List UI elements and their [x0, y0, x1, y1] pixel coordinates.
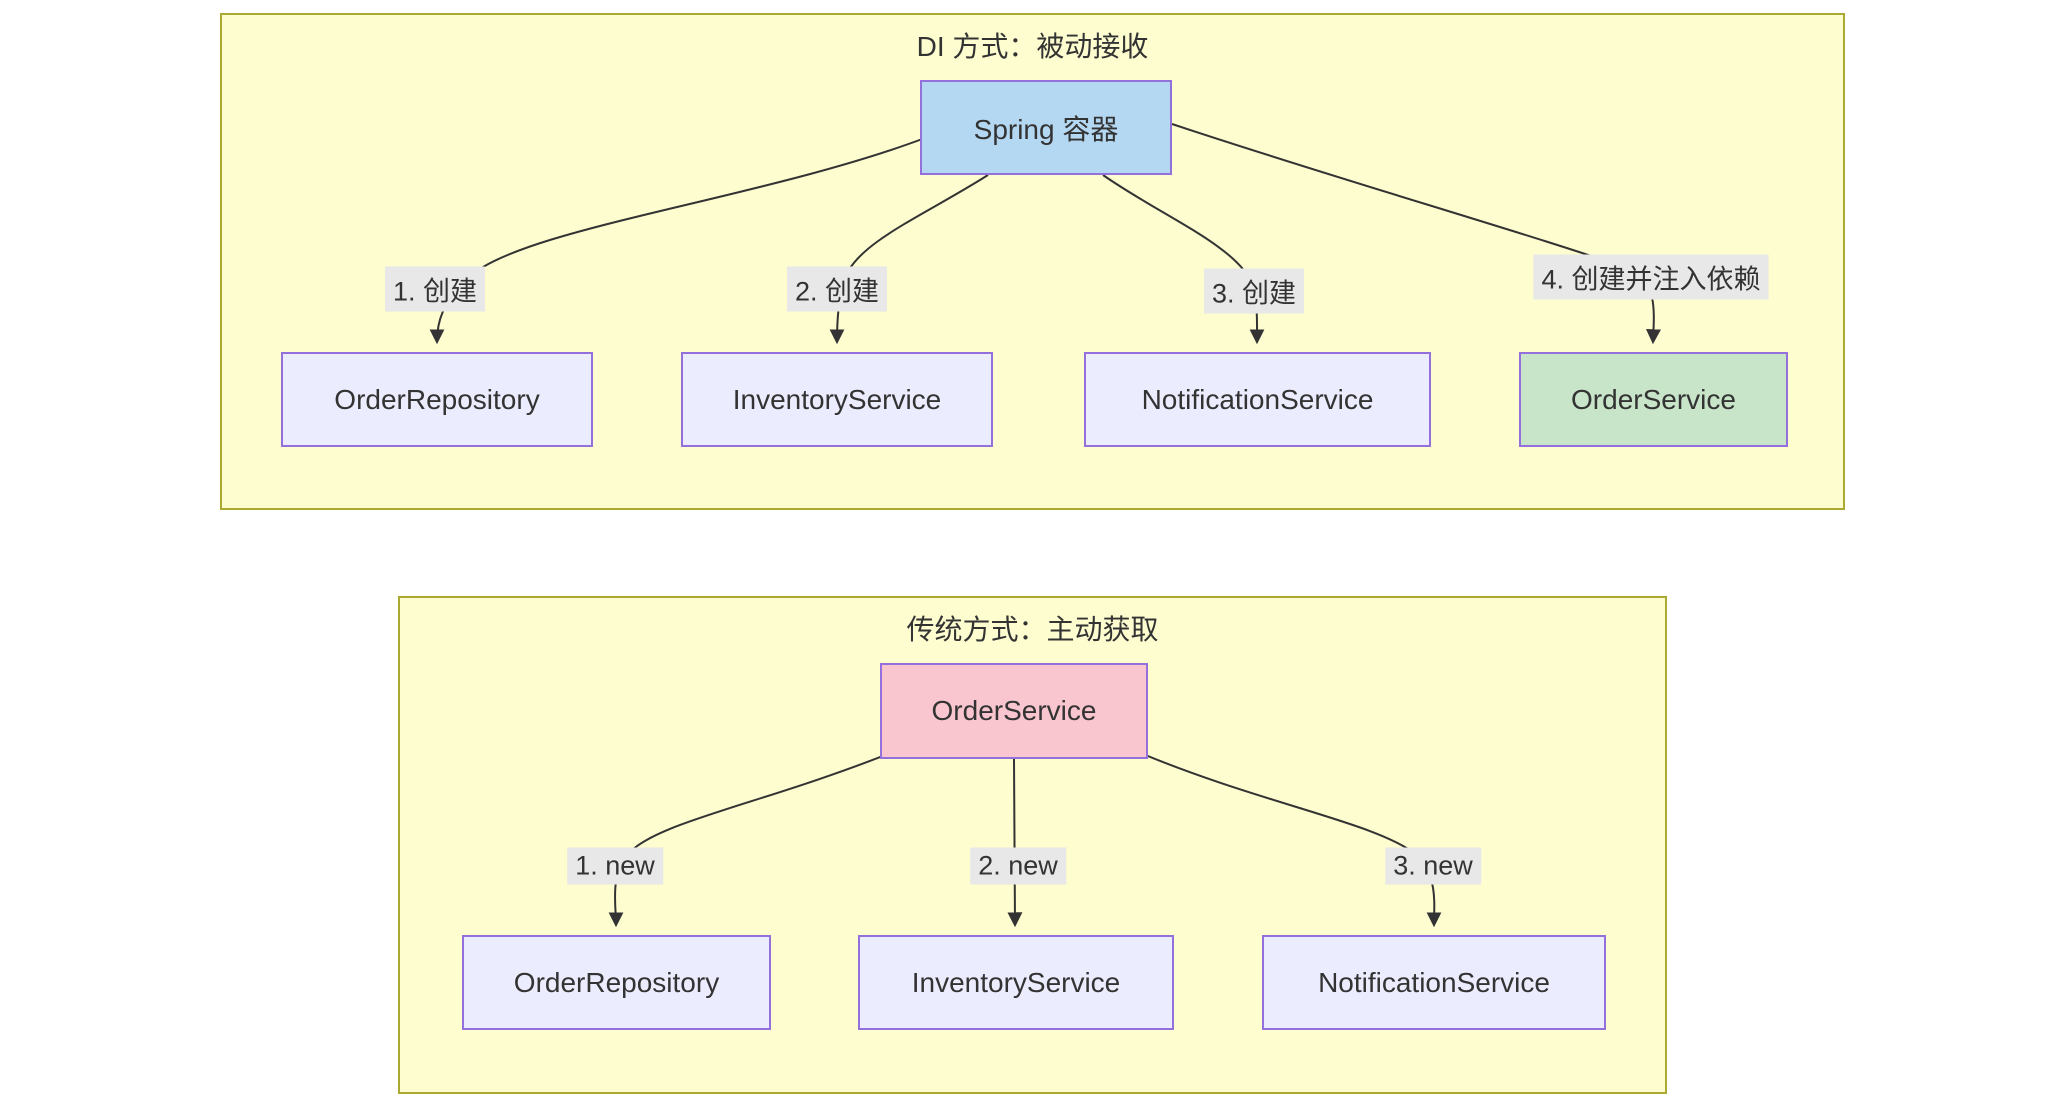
node-di-inventory-service-label: InventoryService — [732, 383, 942, 415]
edge-trad-new-1 — [608, 751, 894, 928]
node-di-inventory-service: InventoryService — [681, 352, 993, 447]
node-trad-order-repository-label: OrderRepository — [513, 966, 720, 998]
edge-trad-new-2 — [1007, 758, 1023, 928]
node-spring-container-label: Spring 容器 — [973, 113, 1119, 145]
edge-label-di-1: 1. 创建 — [384, 266, 486, 312]
node-di-notification-service-label: NotificationService — [1141, 383, 1374, 415]
node-di-notification-service: NotificationService — [1084, 352, 1431, 447]
node-di-order-service-label: OrderService — [1571, 383, 1736, 415]
node-trad-inventory-service-label: InventoryService — [911, 966, 1121, 998]
node-trad-inventory-service: InventoryService — [858, 935, 1174, 1030]
edge-label-trad-2: 2. new — [970, 847, 1066, 885]
node-trad-order-repository: OrderRepository — [462, 935, 771, 1030]
subgraph-di-title: DI 方式：被动接收 — [916, 31, 1149, 62]
subgraph-traditional-title: 传统方式：主动获取 — [906, 614, 1159, 645]
node-di-order-repository-label: OrderRepository — [334, 383, 540, 415]
node-trad-order-service: OrderService — [880, 663, 1148, 759]
edge-di-create-3 — [1102, 174, 1265, 345]
edge-trad-new-3 — [1137, 751, 1442, 928]
edge-label-trad-3: 3. new — [1385, 847, 1481, 885]
node-spring-container: Spring 容器 — [920, 80, 1172, 175]
node-di-order-repository: OrderRepository — [281, 352, 593, 447]
edge-di-create-2 — [829, 174, 989, 345]
node-trad-order-service-label: OrderService — [931, 695, 1097, 726]
edge-label-di-3: 3. 创建 — [1203, 268, 1305, 314]
edge-di-create-4 — [1171, 123, 1661, 345]
edge-label-trad-1: 1. new — [567, 847, 663, 885]
node-di-order-service: OrderService — [1519, 352, 1788, 447]
edge-label-di-4: 4. 创建并注入依赖 — [1533, 254, 1769, 300]
edge-label-di-2: 2. 创建 — [786, 266, 888, 312]
node-trad-notification-service: NotificationService — [1262, 935, 1606, 1030]
node-trad-notification-service-label: NotificationService — [1318, 966, 1550, 998]
